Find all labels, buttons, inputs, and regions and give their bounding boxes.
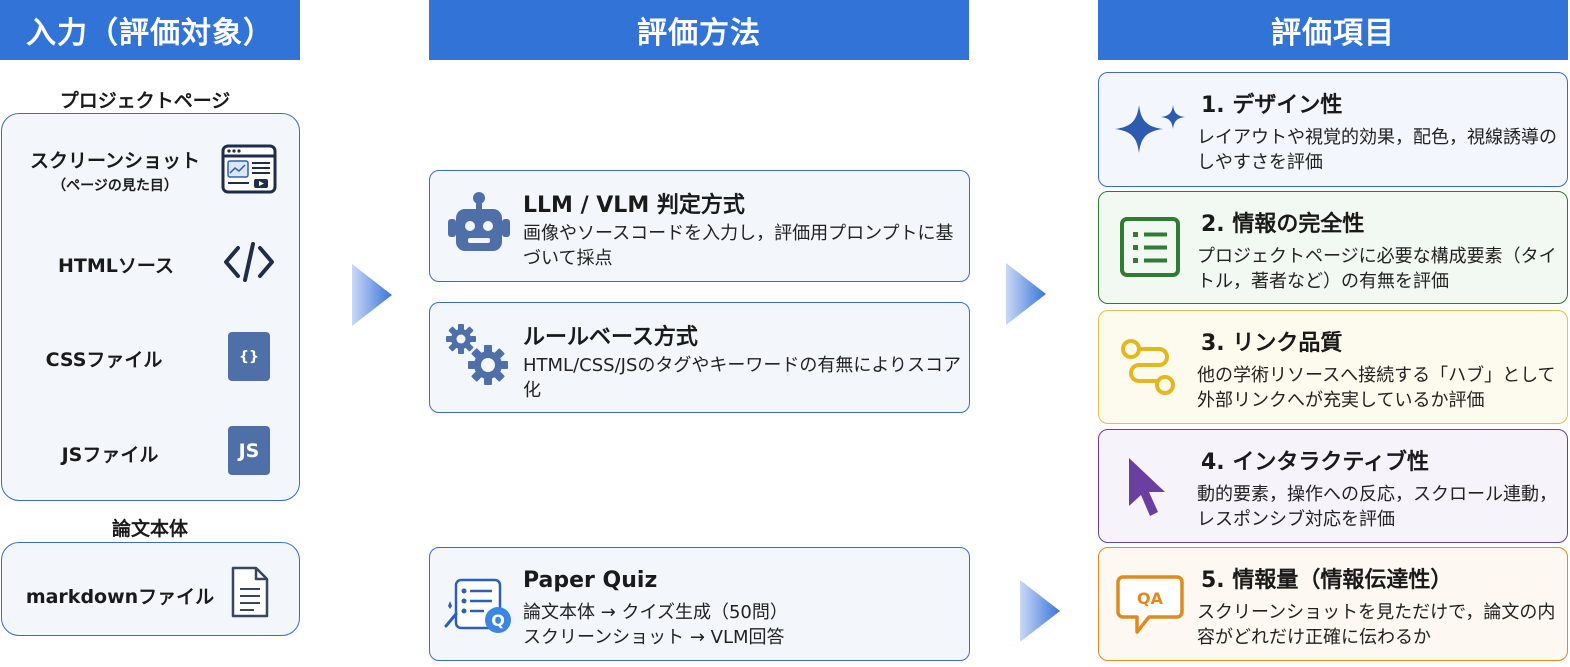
markdown-file-label: markdownファイル [25,586,215,608]
method-llm-desc: 画像やソースコードを入力し，評価用プロンプトに基づいて採点 [523,223,954,269]
cursor-icon [1129,458,1165,516]
item-design-desc: レイアウトや視覚的効果，配色，視線誘導のしやすさを評価 [1197,127,1557,173]
header-input: 入力（評価対象） [0,0,300,60]
browser-window-icon [221,144,277,194]
item-interactivity: 4. インタラクティブ性 動的要素，操作への反応，スクロール連動，レスポンシブ対… [1098,429,1568,543]
js-file-label: JSファイル [61,444,159,466]
item-link-desc: 他の学術リソースへ接続する「ハブ」として外部リンクへが充実しているか評価 [1197,365,1556,411]
code-brackets-icon [224,242,274,282]
method-rule-desc: HTML/CSS/JSのタグやキーワードの有無によりスコア化 [523,355,962,401]
svg-text:Q: Q [491,611,505,630]
checklist-icon [1120,217,1180,277]
screenshot-subtext: （ページの見た目） [52,178,178,194]
qa-bubble-text: QA [1137,589,1164,608]
item-design: 1. デザイン性 レイアウトや視覚的効果，配色，視線誘導のしやすさを評価 [1098,72,1568,187]
link-route-icon [1121,339,1175,395]
method-llm-vlm: LLM / VLM 判定方式 画像やソースコードを入力し，評価用プロンプトに基づ… [429,170,970,282]
quiz-icon: Q [444,578,511,633]
arrow-input-to-method [352,264,392,326]
qa-bubble-icon: QA [1116,575,1184,634]
item-link-quality: 3. リンク品質 他の学術リソースへ接続する「ハブ」として外部リンクへが充実して… [1098,310,1568,424]
item-information-title: 5. 情報量（情報伝達性） [1201,568,1453,593]
header-items: 評価項目 [1098,0,1568,60]
project-page-label: プロジェクトページ [59,90,231,112]
arrow-quiz-to-item5 [1020,580,1060,642]
item-design-title: 1. デザイン性 [1201,93,1343,118]
item-link-title: 3. リンク品質 [1201,331,1343,356]
method-quiz-desc-1: 論文本体 → クイズ生成（50問） [523,602,788,623]
screenshot-text: スクリーンショット [29,150,201,172]
item-information-desc: スクリーンショットを見ただけで，論文の内容がどれだけ正確に伝わるか [1197,602,1556,648]
method-quiz-title: Paper Quiz [523,568,658,593]
method-paper-quiz: Q Paper Quiz 論文本体 → クイズ生成（50問） スクリーンショット… [429,547,970,661]
robot-icon [448,192,510,251]
sparkle-icon [1115,105,1185,153]
item-interactivity-title: 4. インタラクティブ性 [1201,450,1430,475]
paper-body-label: 論文本体 [111,518,188,540]
arrow-method-to-items [1006,263,1046,325]
css-file-icon: {} [228,332,270,381]
item-information: QA 5. 情報量（情報伝達性） スクリーンショットを見ただけで，論文の内容がど… [1098,547,1568,661]
method-rule-title: ルールベース方式 [523,325,698,350]
css-file-label: CSSファイル [45,349,163,371]
item-completeness-title: 2. 情報の完全性 [1201,212,1365,237]
method-rule-based: ルールベース方式 HTML/CSS/JSのタグやキーワードの有無によりスコア化 [429,302,970,413]
item-interactivity-desc: 動的要素，操作への反応，スクロール連動，レスポンシブ対応を評価 [1197,484,1557,530]
document-icon [231,566,269,618]
screenshot-label: スクリーンショット （ページの見た目） [25,146,205,195]
header-method: 評価方法 [429,0,969,60]
method-quiz-desc-2: スクリーンショット → VLM回答 [523,627,785,648]
item-completeness-desc: プロジェクトページに必要な構成要素（タイトル，著者など）の有無を評価 [1197,246,1557,292]
method-llm-title: LLM / VLM 判定方式 [523,193,745,218]
item-completeness: 2. 情報の完全性 プロジェクトページに必要な構成要素（タイトル，著者など）の有… [1098,191,1568,304]
gears-icon [446,324,508,385]
js-file-icon: JS [228,426,270,475]
html-source-label: HTMLソース [58,255,174,277]
